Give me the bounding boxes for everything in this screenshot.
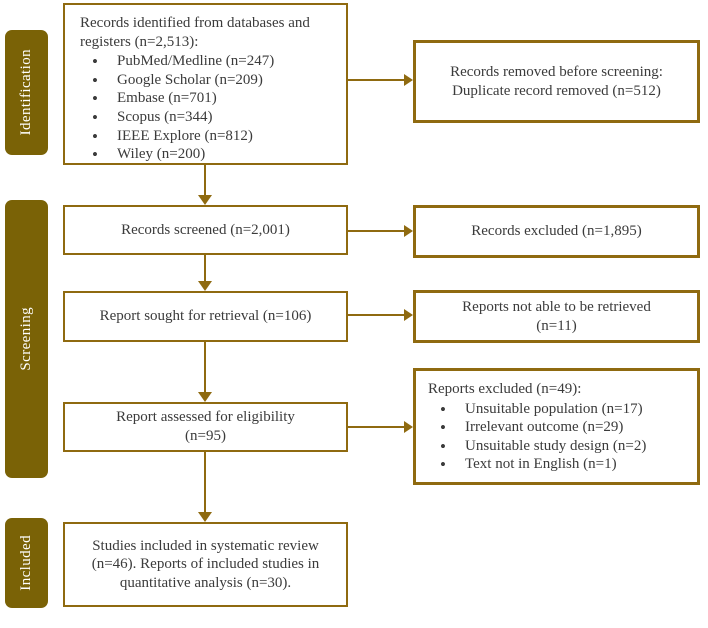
reports-assessed-line1: Report assessed for eligibility <box>116 409 295 426</box>
list-item: Irrelevant outcome (n=29) <box>428 417 691 438</box>
arrowhead-down-icon <box>198 281 212 291</box>
arrowhead-down-icon <box>198 512 212 522</box>
box-records-excluded: Records excluded (n=1,895) <box>413 205 700 258</box>
arrowhead-right-icon <box>404 309 413 321</box>
box-records-screened: Records screened (n=2,001) <box>63 205 348 255</box>
list-item: Google Scholar (n=209) <box>80 70 340 91</box>
connector-sought-to-assessed <box>204 342 206 392</box>
records-removed-line1: Records removed before screening: <box>450 63 663 80</box>
list-item: Unsuitable population (n=17) <box>428 399 691 420</box>
stage-label-screening: Screening <box>18 307 34 371</box>
arrowhead-down-icon <box>198 195 212 205</box>
stage-bar-included: Included <box>5 518 48 608</box>
list-item: Scopus (n=344) <box>80 107 340 128</box>
studies-included-text: Studies included in systematic review (n… <box>91 537 320 591</box>
box-studies-included: Studies included in systematic review (n… <box>63 522 348 607</box>
connector-identified-to-screened <box>204 165 206 195</box>
database-list: PubMed/Medline (n=247) Google Scholar (n… <box>80 51 340 165</box>
arrowhead-down-icon <box>198 392 212 402</box>
list-item: Wiley (n=200) <box>80 144 340 165</box>
list-item: Text not in English (n=1) <box>428 454 691 475</box>
arrowhead-right-icon <box>404 225 413 237</box>
box-reports-excluded: Reports excluded (n=49): Unsuitable popu… <box>413 368 700 485</box>
connector-assessed-to-reports-excluded <box>348 426 404 428</box>
connector-identified-to-removed <box>348 79 404 81</box>
connector-assessed-to-included <box>204 452 206 512</box>
records-screened-label: Records screened (n=2,001) <box>121 221 290 238</box>
box-records-removed: Records removed before screening: Duplic… <box>413 40 700 123</box>
connector-screened-to-sought <box>204 255 206 281</box>
list-item: PubMed/Medline (n=247) <box>80 51 340 72</box>
stage-bar-screening: Screening <box>5 200 48 478</box>
list-item: Unsuitable study design (n=2) <box>428 436 691 457</box>
exclusion-reason-list: Unsuitable population (n=17) Irrelevant … <box>428 399 691 475</box>
stage-bar-identification: Identification <box>5 30 48 155</box>
reports-not-retrieved-line1: Reports not able to be retrieved <box>462 298 651 315</box>
list-item: Embase (n=701) <box>80 88 340 109</box>
box-reports-sought: Report sought for retrieval (n=106) <box>63 291 348 342</box>
reports-excluded-intro: Reports excluded (n=49): <box>428 381 582 397</box>
arrowhead-right-icon <box>404 74 413 86</box>
box-reports-not-retrieved: Reports not able to be retrieved (n=11) <box>413 290 700 343</box>
reports-sought-label: Report sought for retrieval (n=106) <box>99 308 312 325</box>
stage-label-included: Included <box>18 535 34 591</box>
list-item: IEEE Explore (n=812) <box>80 126 340 147</box>
records-excluded-label: Records excluded (n=1,895) <box>471 223 642 240</box>
stage-label-identification: Identification <box>18 49 34 136</box>
box-reports-assessed: Report assessed for eligibility (n=95) <box>63 402 348 452</box>
records-removed-line2: Duplicate record removed (n=512) <box>452 82 661 99</box>
connector-sought-to-not-retrieved <box>348 314 404 316</box>
reports-assessed-line2: (n=95) <box>185 428 226 444</box>
records-identified-intro: Records identified from databases and re… <box>80 15 310 50</box>
reports-not-retrieved-line2: (n=11) <box>536 317 577 334</box>
box-records-identified: Records identified from databases and re… <box>63 3 348 165</box>
connector-screened-to-excluded <box>348 230 404 232</box>
arrowhead-right-icon <box>404 421 413 433</box>
